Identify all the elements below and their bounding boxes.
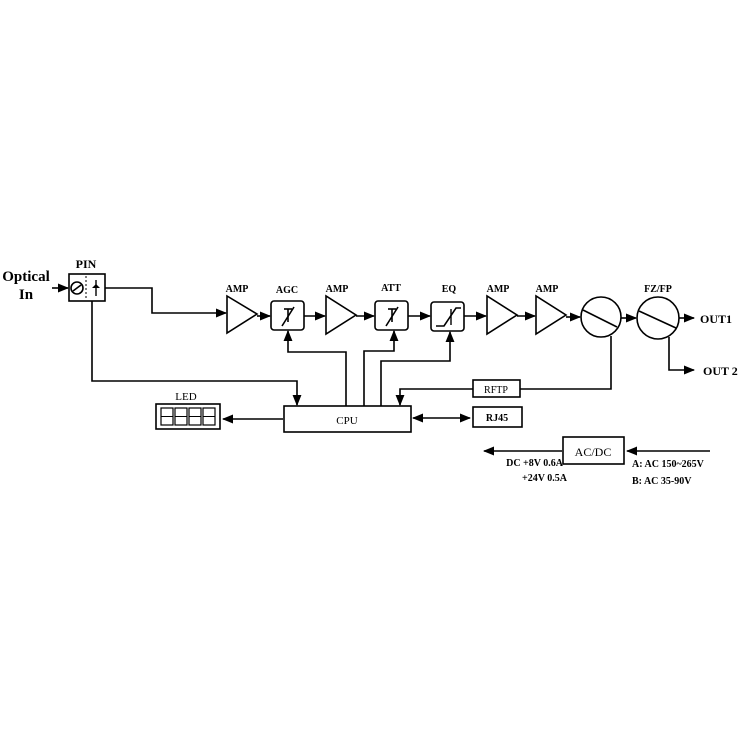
rj45-box xyxy=(472,406,523,428)
out2-arrow xyxy=(668,337,696,375)
ac-line1: A: AC 150~265V xyxy=(632,459,705,470)
pin-to-cpu-line xyxy=(91,301,302,407)
amp3-label: AMP xyxy=(487,284,510,295)
attenuator-icon xyxy=(270,300,305,331)
amplifier-icon xyxy=(486,294,519,336)
dc-line2: +24V 0.5A xyxy=(522,473,568,484)
amplifier-icon xyxy=(226,294,259,335)
led-label: LED xyxy=(175,391,196,403)
out2-label: OUT 2 xyxy=(703,364,738,378)
amplifier-icon xyxy=(325,294,358,336)
led-display xyxy=(155,403,221,430)
fzfp-label: FZ/FP xyxy=(644,284,672,295)
amp1-label: AMP xyxy=(226,284,249,295)
pin-label: PIN xyxy=(76,257,97,271)
acdc-box xyxy=(562,436,625,465)
rj45-label: RJ45 xyxy=(486,413,508,424)
splitter-icon xyxy=(580,296,622,338)
cpu-box xyxy=(283,405,412,433)
pin-to-amp-line xyxy=(105,287,228,318)
dc-line1: DC +8V 0.6A xyxy=(506,458,564,469)
equalizer-icon xyxy=(430,301,465,332)
cpu-to-att-line xyxy=(363,329,399,406)
acdc-label: AC/DC xyxy=(575,445,612,459)
amplifier-icon xyxy=(535,294,568,336)
splitter-icon xyxy=(636,296,680,340)
cpu-to-eq-line xyxy=(380,330,455,406)
amp4-label: AMP xyxy=(536,284,559,295)
input-label-line2: In xyxy=(19,287,34,303)
rftp-label: RFTP xyxy=(484,385,508,396)
att-label: ATT xyxy=(381,283,401,294)
ac-line2: B: AC 35-90V xyxy=(632,476,692,487)
input-label-line1: Optical xyxy=(2,269,50,285)
rftp-to-cpu-line xyxy=(395,388,473,407)
cpu-label: CPU xyxy=(336,415,357,427)
amp2-label: AMP xyxy=(326,284,349,295)
attenuator-icon xyxy=(374,300,409,331)
eq-label: EQ xyxy=(442,284,457,295)
out1-label: OUT1 xyxy=(700,312,732,326)
agc-label: AGC xyxy=(276,285,298,296)
splitter-to-rftp-line xyxy=(520,336,612,390)
cpu-to-agc-line xyxy=(283,329,347,406)
photodiode-icon xyxy=(68,273,106,302)
